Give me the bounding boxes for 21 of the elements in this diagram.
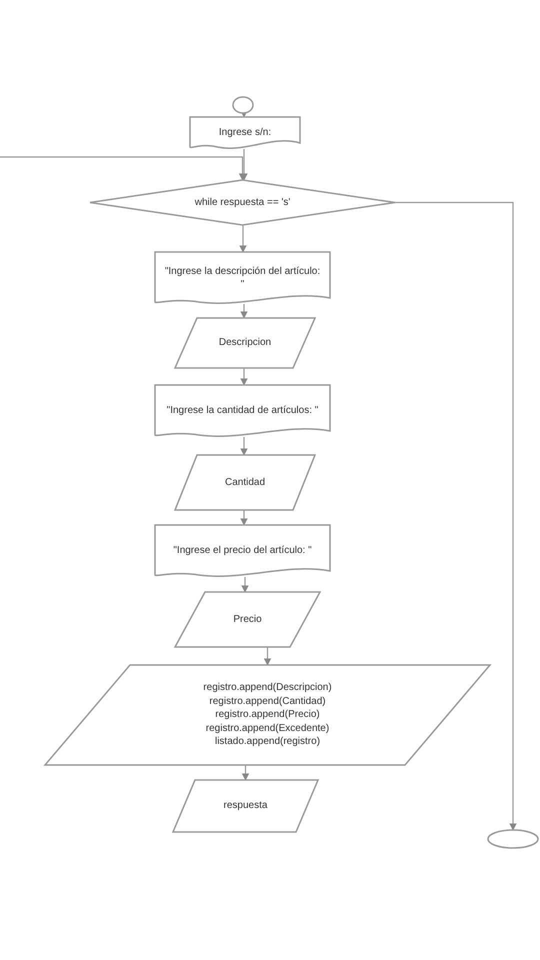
arrow (240, 304, 248, 319)
arrow (240, 368, 248, 386)
node-text: Cantidad (224, 476, 266, 490)
arrow (240, 510, 248, 526)
arrow (264, 647, 272, 666)
arrow (240, 437, 248, 456)
arrow (240, 110, 248, 118)
arrow (241, 577, 249, 593)
node-text: "Ingrese el precio del artículo: " (173, 544, 312, 558)
node-text: Precio (233, 612, 262, 626)
arrow (242, 765, 250, 781)
node-text: Descripcion (218, 336, 272, 350)
node-text: Ingrese s/n: (218, 126, 272, 140)
node-text: "Ingrese la descripción del artículo: " (164, 264, 322, 292)
node-text: "Ingrese la cantidad de artículos: " (166, 404, 318, 418)
node-text: registro.append(Descripcion) registro.append(Cantidad) registro.append(Precio) registro.append(Excedente) listado.append(registro) (202, 681, 333, 749)
node-text: while respuesta == 's' (194, 196, 290, 210)
arrow (395, 202, 517, 831)
node-text: respuesta (224, 799, 268, 813)
arrow (239, 225, 247, 253)
arrow (0, 156, 246, 181)
